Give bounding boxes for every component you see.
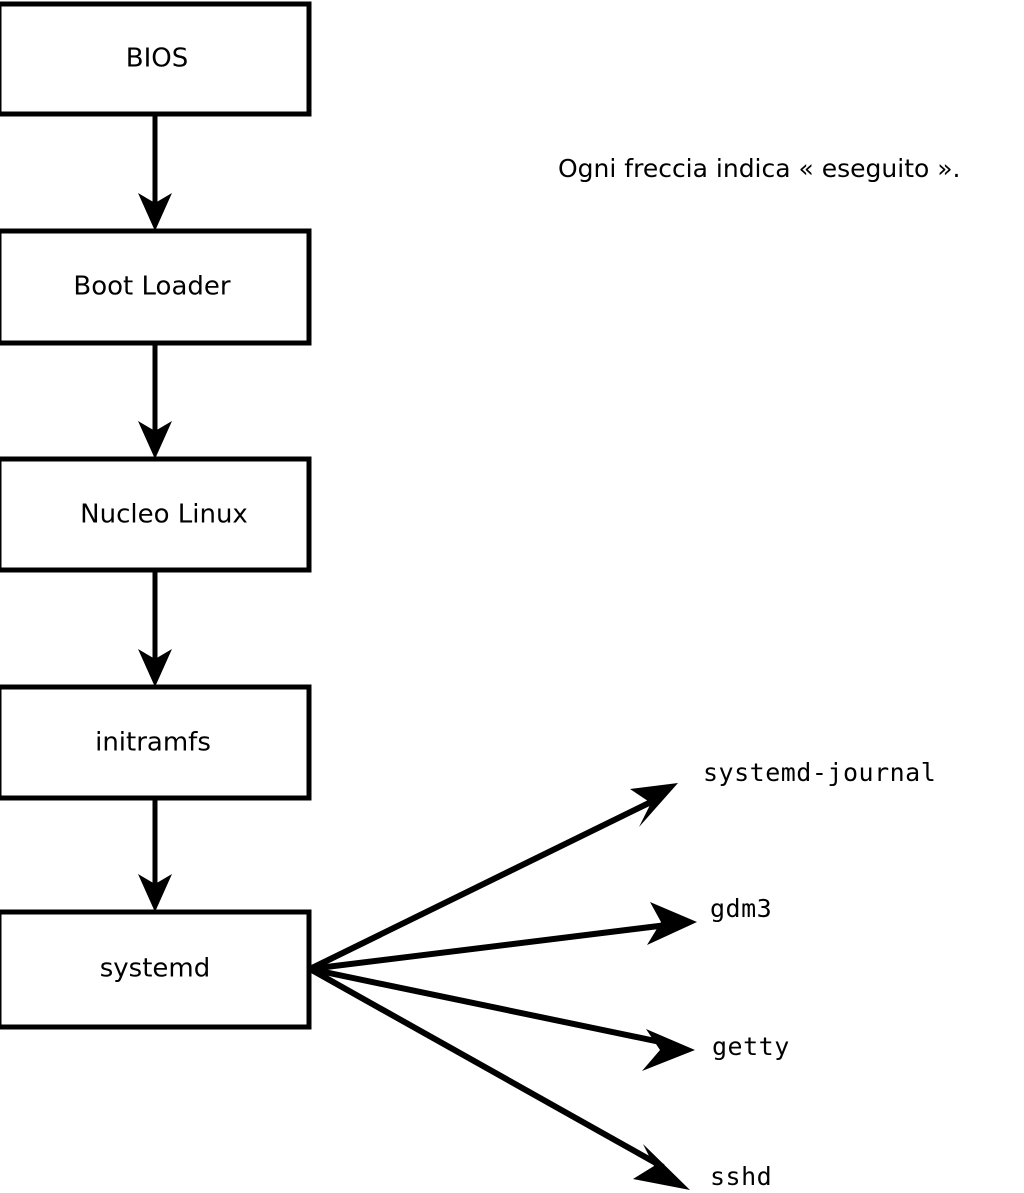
arrow-systemd-to-systemd-journal-shaft	[308, 797, 657, 972]
boot-stage-bios-rect[interactable]	[0, 1, 312, 117]
arrow-systemd-to-systemd-journal	[308, 783, 678, 972]
boot-stage-bootloader[interactable]: Boot Loader	[0, 228, 312, 346]
arrow-systemd-to-getty-head	[642, 1029, 695, 1071]
arrow-systemd-to-sshd	[308, 966, 690, 1190]
boot-stage-kernel[interactable]: Nucleo Linux	[0, 456, 312, 573]
boot-stage-kernel-rect[interactable]	[0, 456, 312, 573]
arrow-legend-note: Ogni freccia indica « eseguito ».	[558, 154, 961, 183]
boot-stage-boxes: BIOS Boot Loader Nucleo Linux initramfs …	[0, 1, 312, 1030]
arrow-bios-to-bootloader	[138, 114, 172, 231]
arrow-kernel-to-initramfs	[138, 570, 172, 687]
boot-stage-bios-label: BIOS	[126, 44, 188, 74]
boot-stage-bootloader-rect[interactable]	[0, 228, 312, 346]
arrow-initramfs-to-systemd-head	[138, 874, 172, 912]
service-label-gdm3[interactable]: gdm3	[710, 894, 772, 923]
service-label-sshd[interactable]: sshd	[710, 1162, 772, 1191]
arrow-systemd-to-getty-shaft	[309, 966, 666, 1046]
arrow-systemd-to-sshd-shaft	[308, 966, 665, 1170]
arrow-systemd-to-getty	[309, 966, 695, 1071]
arrow-bios-to-bootloader-head	[138, 193, 172, 231]
service-labels: systemd-journal gdm3 getty sshd	[703, 758, 936, 1191]
boot-stage-initramfs-label: initramfs	[95, 728, 211, 758]
arrow-systemd-to-gdm3-head	[647, 902, 697, 945]
arrow-initramfs-to-systemd	[138, 798, 172, 912]
arrow-systemd-to-gdm3-shaft	[309, 922, 668, 972]
arrow-systemd-to-sshd-head	[633, 1144, 690, 1190]
boot-stage-bios[interactable]: BIOS	[0, 1, 312, 117]
boot-stage-initramfs[interactable]: initramfs	[0, 684, 312, 801]
arrow-systemd-to-gdm3	[309, 902, 697, 972]
arrow-bootloader-to-kernel	[138, 343, 172, 459]
arrow-systemd-to-systemd-journal-head	[630, 783, 678, 827]
service-arrows	[308, 783, 697, 1190]
arrow-bootloader-to-kernel-head	[138, 421, 172, 459]
arrow-kernel-to-initramfs-head	[138, 649, 172, 687]
boot-stage-kernel-label: Nucleo Linux	[80, 500, 248, 530]
boot-stage-systemd-rect[interactable]	[0, 909, 312, 1030]
flow-arrows	[138, 114, 172, 912]
boot-stage-bootloader-label: Boot Loader	[73, 272, 230, 302]
boot-stage-systemd-label: systemd	[100, 954, 211, 984]
service-label-systemd-journal[interactable]: systemd-journal	[703, 758, 936, 787]
boot-stage-systemd[interactable]: systemd	[0, 909, 312, 1030]
service-label-getty[interactable]: getty	[712, 1032, 790, 1061]
